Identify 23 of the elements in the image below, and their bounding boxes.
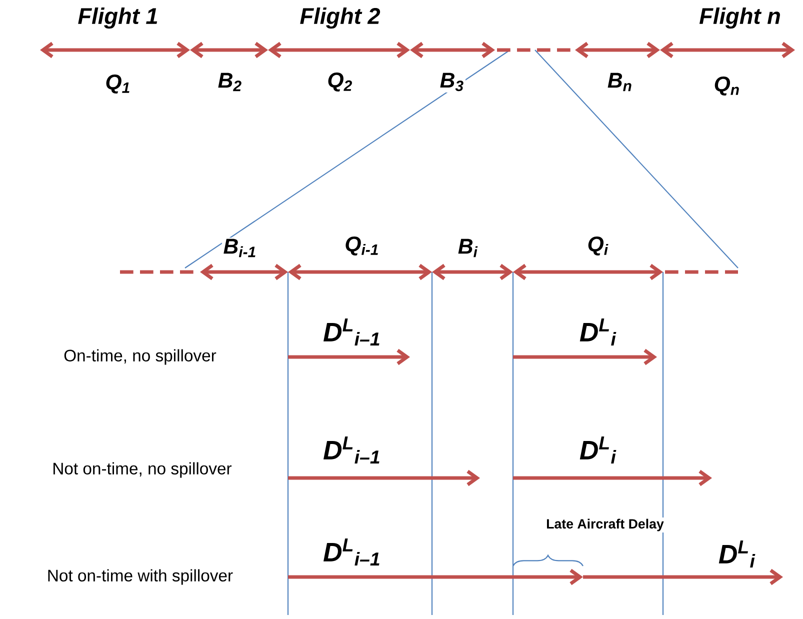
flight-label: Flight n — [698, 6, 782, 30]
delay-label: D$^{L}$i — [717, 539, 757, 569]
interval-label: Q$_{i-1}$ — [343, 235, 381, 257]
interval-label: B$_{3}$ — [438, 72, 466, 92]
delay-label: D$^{L}$i — [578, 317, 618, 347]
scenario-label: Not on-time, no spillover — [50, 460, 234, 480]
flight-label: Flight 1 — [76, 6, 160, 30]
delay-label: D$^{L}$i–1 — [322, 537, 382, 567]
scenario-label: On-time, no spillover — [62, 348, 218, 366]
scenario-label: Not on-time with spillover — [46, 568, 234, 586]
interval-label: B$_{2}$ — [216, 72, 244, 92]
interval-label: Q$_{i}$ — [586, 235, 610, 257]
interval-label: Q$_{n}$ — [712, 75, 742, 97]
interval-label: B$_{i}$ — [456, 238, 480, 258]
interval-label: Q$_{2}$ — [326, 71, 354, 93]
delay-label: D$^{L}$i — [578, 435, 618, 465]
flight-label: Flight 2 — [298, 6, 382, 30]
delay-label: D$^{L}$i–1 — [322, 317, 382, 347]
interval-label: B$_{n}$ — [606, 72, 634, 92]
interval-label: B$_{i-1}$ — [222, 238, 258, 258]
interval-label: Q$_{1}$ — [104, 73, 132, 95]
delay-label: D$^{L}$i–1 — [322, 435, 382, 465]
brace-label: Late Aircraft Delay — [544, 517, 666, 533]
